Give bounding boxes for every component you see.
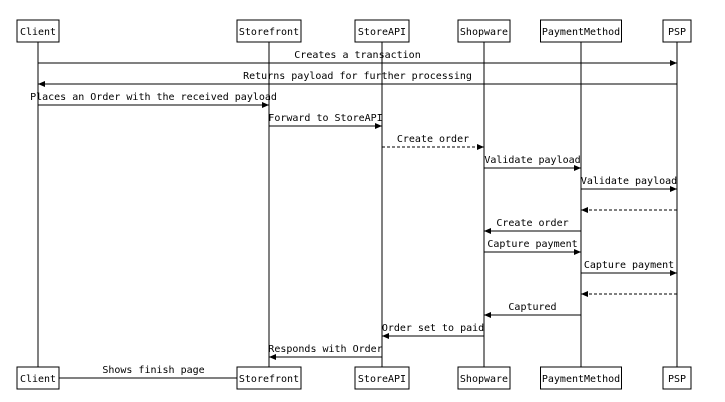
message-1: Creates a transaction — [38, 50, 677, 66]
message-label: Create order — [496, 218, 568, 229]
participant-label: PSP — [668, 27, 686, 38]
message-6: Validate payload — [484, 155, 581, 171]
message-11: Capture payment — [581, 260, 677, 276]
message-label: Captured — [508, 302, 556, 313]
message-label: Capture payment — [487, 239, 577, 250]
participant-label: Storefront — [239, 27, 299, 38]
participant-storefront-top: Storefront — [236, 19, 302, 43]
message-2: Returns payload for further processing — [38, 71, 677, 87]
participant-label: StoreAPI — [358, 27, 406, 38]
participant-paymentmethod-top: PaymentMethod — [540, 19, 622, 43]
message-16: Shows finish page — [38, 365, 269, 381]
message-9: Create order — [484, 218, 581, 234]
participant-shopware-top: Shopware — [457, 19, 511, 43]
participant-label: Client — [20, 27, 56, 38]
message-label: Create order — [397, 134, 469, 145]
message-15: Responds with Order — [268, 344, 383, 360]
message-label: Order set to paid — [382, 323, 484, 334]
participant-storefront-bottom: Storefront — [236, 366, 302, 390]
message-label: Creates a transaction — [294, 50, 420, 61]
message-label: Responds with Order — [268, 344, 382, 355]
participant-label: Storefront — [239, 374, 299, 385]
message-13: Captured — [484, 302, 581, 318]
message-3: Places an Order with the received payloa… — [30, 92, 277, 108]
participant-client-top: Client — [16, 19, 60, 43]
message-4: Forward to StoreAPI — [268, 113, 383, 129]
participant-label: Shopware — [460, 27, 508, 38]
participant-label: Client — [20, 374, 56, 385]
participant-label: PaymentMethod — [542, 27, 620, 38]
message-label: Validate payload — [581, 176, 677, 187]
participant-storeapi-bottom: StoreAPI — [354, 366, 410, 390]
participant-label: StoreAPI — [358, 374, 406, 385]
participant-label: Shopware — [460, 374, 508, 385]
participant-label: PaymentMethod — [542, 374, 620, 385]
message-label: Shows finish page — [102, 365, 204, 376]
participant-psp-top: PSP — [662, 19, 692, 43]
participant-paymentmethod-bottom: PaymentMethod — [540, 366, 622, 390]
message-label: Places an Order with the received payloa… — [30, 92, 277, 103]
message-10: Capture payment — [484, 239, 581, 255]
message-7: Validate payload — [581, 176, 677, 192]
message-label: Forward to StoreAPI — [268, 113, 382, 124]
message-label: Capture payment — [584, 260, 674, 271]
participant-psp-bottom: PSP — [662, 366, 692, 390]
lifelines — [37, 42, 678, 367]
message-label: Returns payload for further processing — [243, 71, 472, 82]
participant-label: PSP — [668, 374, 686, 385]
participant-storeapi-top: StoreAPI — [354, 19, 410, 43]
participant-client-bottom: Client — [16, 366, 60, 390]
message-label: Validate payload — [484, 155, 580, 166]
message-14: Order set to paid — [382, 323, 484, 339]
message-5: Create order — [382, 134, 484, 150]
participant-shopware-bottom: Shopware — [457, 366, 511, 390]
